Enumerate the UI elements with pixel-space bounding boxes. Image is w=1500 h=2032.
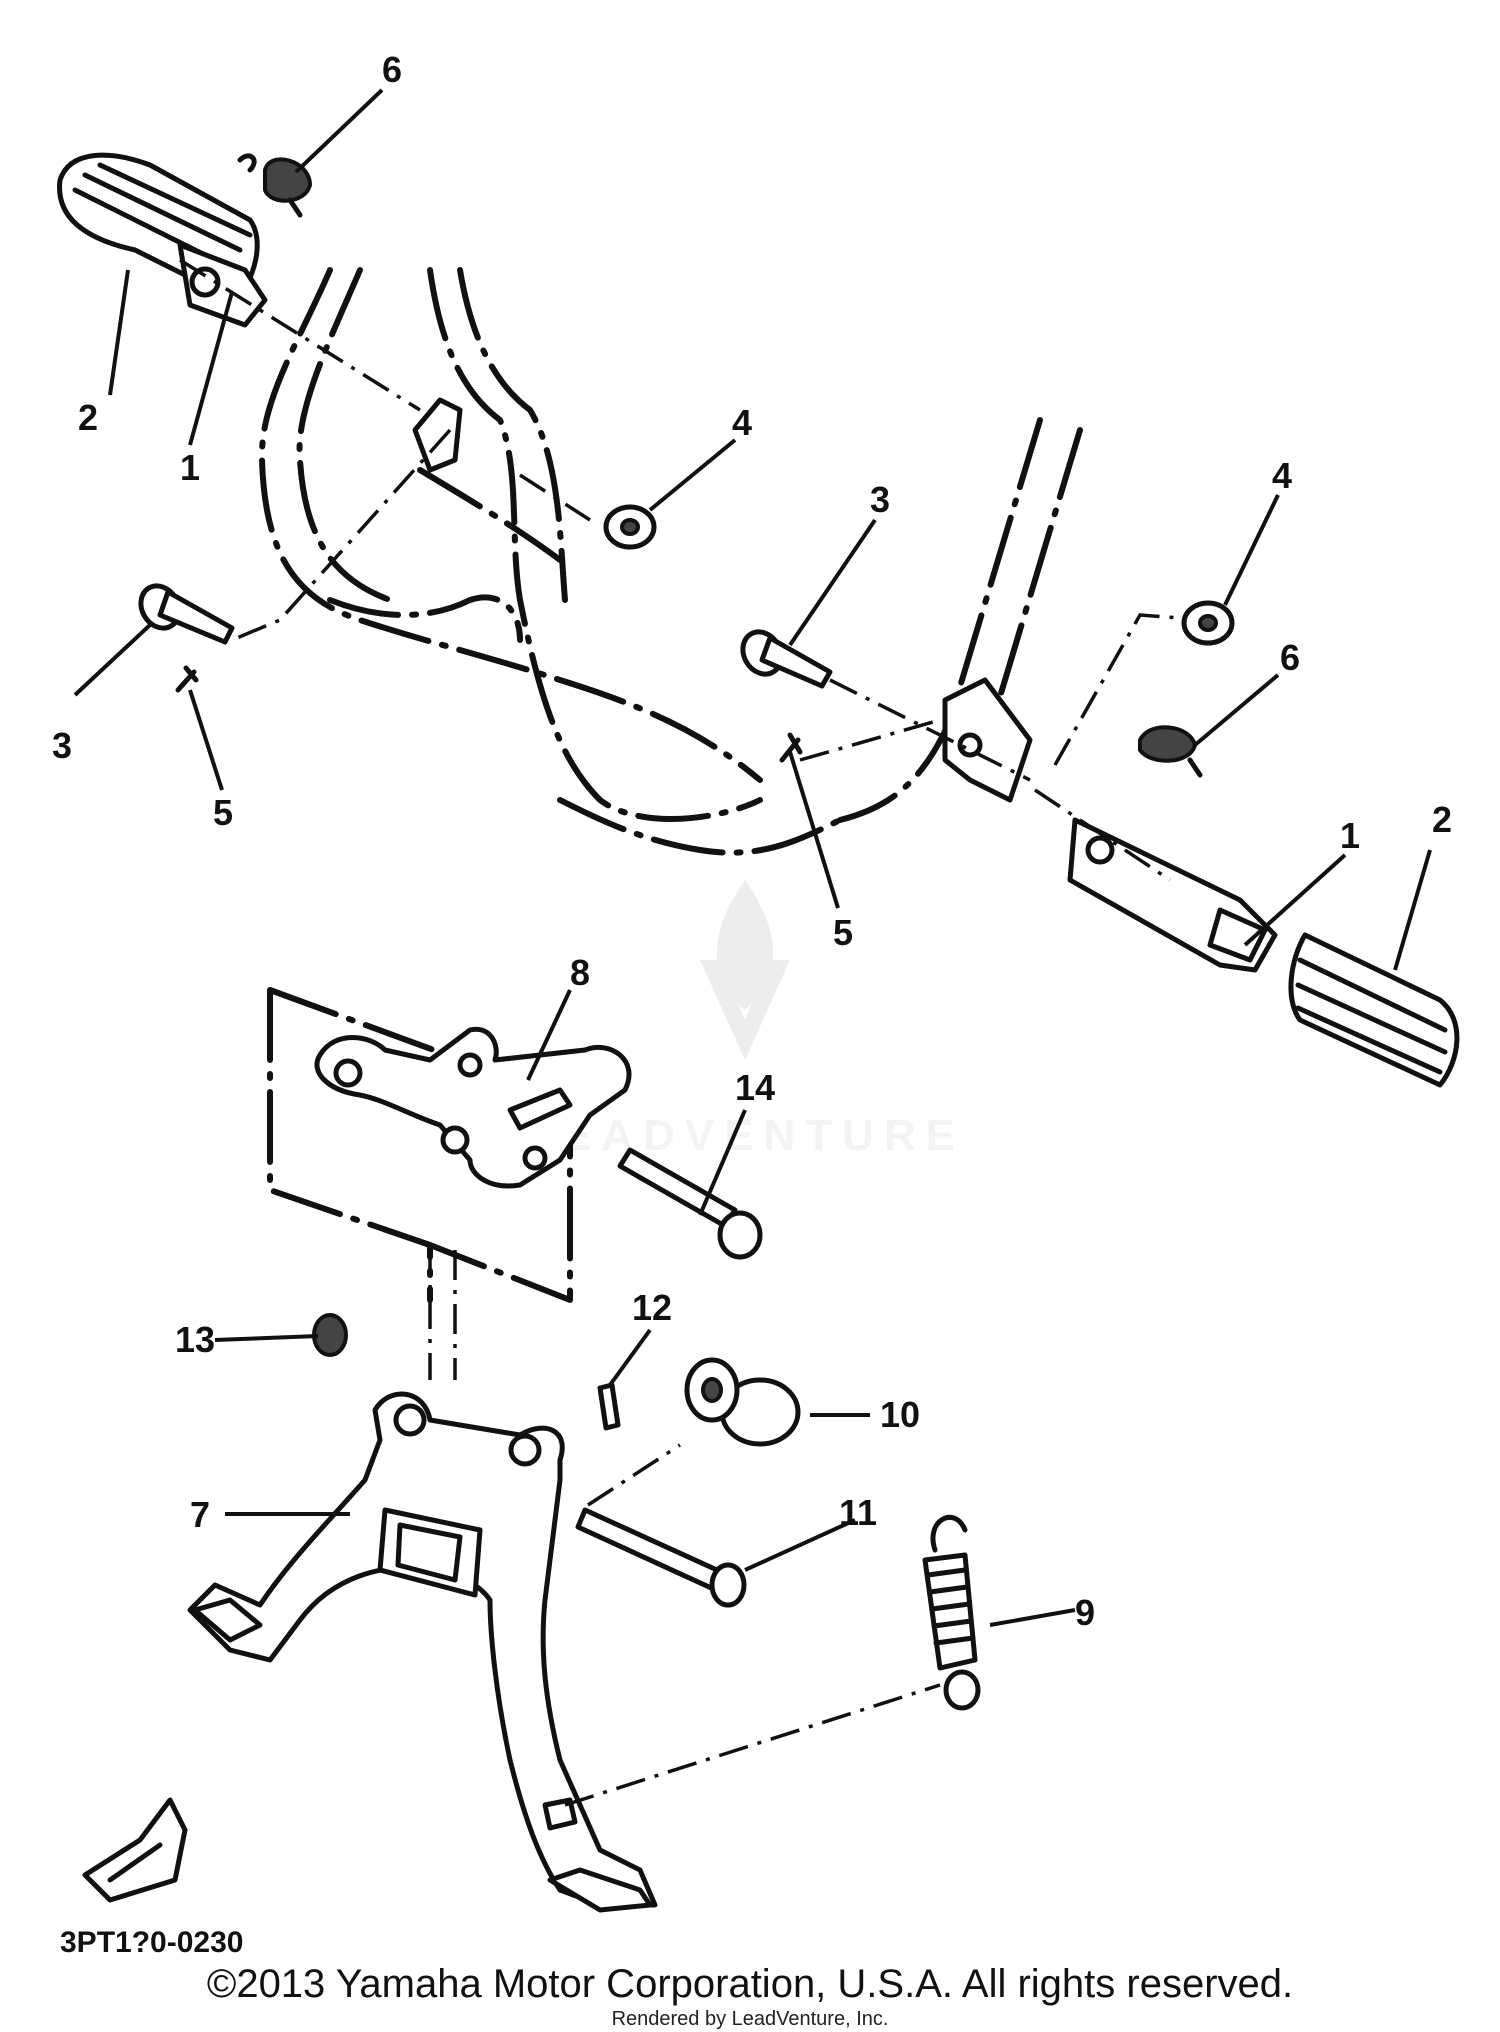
left-spring <box>237 153 313 218</box>
right-footrest-bracket <box>942 677 1033 803</box>
main-stand <box>187 1391 658 1913</box>
leader-lines <box>73 88 1432 1627</box>
right-washer <box>1181 600 1235 646</box>
bolt-14 <box>617 1147 763 1260</box>
callout-8: 8 <box>570 952 590 993</box>
callout-1-left: 1 <box>180 447 200 488</box>
left-washer <box>603 504 657 550</box>
left-footrest-bracket <box>412 397 463 473</box>
callout-2-left: 2 <box>78 397 98 438</box>
right-cotter-pin <box>779 732 803 763</box>
callout-5-right: 5 <box>833 912 853 953</box>
stand-spring <box>922 1515 981 1711</box>
shaft <box>575 1507 747 1608</box>
callout-3-right: 3 <box>870 479 890 520</box>
right-footrest <box>1067 817 1278 973</box>
callout-7: 7 <box>190 1494 210 1535</box>
right-footrest-rubber <box>1288 932 1460 1088</box>
left-pin <box>138 583 235 645</box>
callout-4-left: 4 <box>732 402 752 443</box>
bushing <box>684 1357 801 1447</box>
stand-bracket <box>314 1026 632 1189</box>
watermark-text: LEADVENTURE <box>525 1111 965 1160</box>
callout-4-right: 4 <box>1272 455 1292 496</box>
cotter-pin-12 <box>597 1382 621 1431</box>
washer-13 <box>312 1313 348 1357</box>
watermark-logo: LEADVENTURE <box>525 880 965 1160</box>
callout-12: 12 <box>632 1287 672 1328</box>
callout-6-left: 6 <box>382 49 402 90</box>
callout-1-right: 1 <box>1340 815 1360 856</box>
callouts: 6 2 1 4 3 5 3 4 6 5 1 2 8 14 13 12 10 7 … <box>52 49 1452 1633</box>
drawing-code: 3PT1?0-0230 <box>60 1926 243 1959</box>
callout-11: 11 <box>839 1492 877 1533</box>
callout-2-right: 2 <box>1432 799 1452 840</box>
callout-3-left: 3 <box>52 725 72 766</box>
copyright-notice: ©2013 Yamaha Motor Corporation, U.S.A. A… <box>206 1962 1294 2006</box>
callout-10: 10 <box>880 1394 920 1435</box>
callout-5-left: 5 <box>213 792 233 833</box>
right-pin <box>740 629 833 689</box>
callout-14: 14 <box>735 1067 775 1108</box>
callout-6-right: 6 <box>1280 637 1300 678</box>
stand-bracket-outline <box>267 987 573 1380</box>
render-credit: Rendered by LeadVenture, Inc. <box>611 2008 889 2030</box>
lower-assembly-lines <box>564 1443 941 1807</box>
callout-13: 13 <box>175 1319 215 1360</box>
left-footrest <box>177 242 268 328</box>
callout-9: 9 <box>1075 1592 1095 1633</box>
upper-assembly-lines <box>179 258 1181 882</box>
front-arrow-icon <box>82 1797 188 1903</box>
right-spring <box>1138 725 1203 778</box>
left-cotter-pin <box>175 665 199 693</box>
